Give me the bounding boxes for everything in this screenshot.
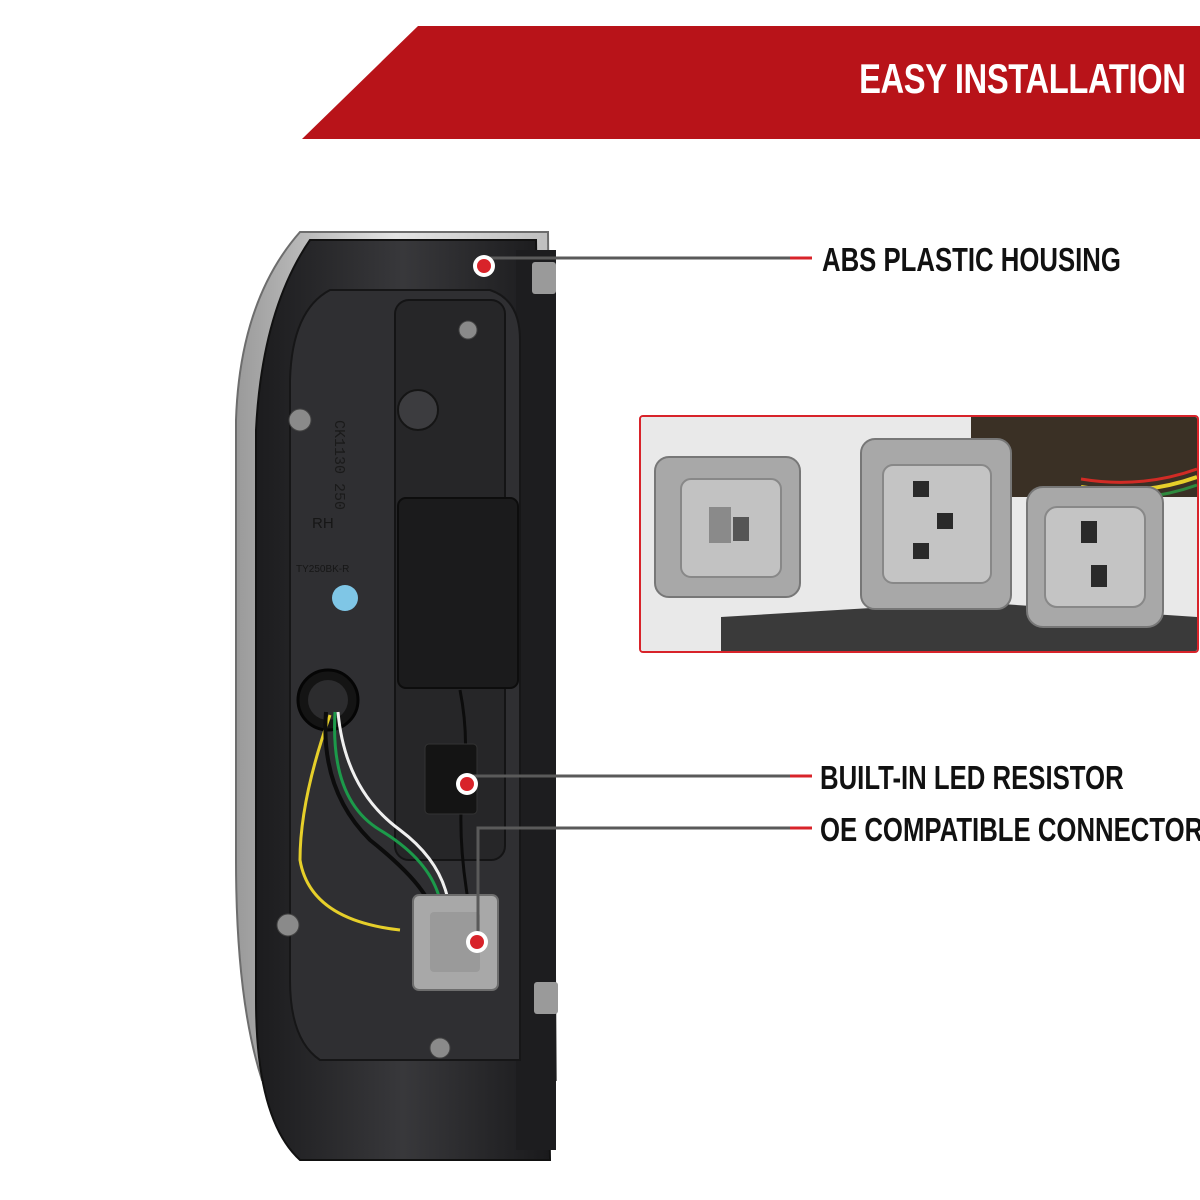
screw-1 [288, 408, 312, 432]
part-code-text: CK1130 250 [330, 420, 347, 510]
callout-dot-icon [466, 931, 488, 953]
top-clip [532, 262, 556, 294]
banner [302, 26, 1200, 139]
screw-2 [458, 320, 478, 340]
resistor-box [397, 497, 519, 689]
vent-cap [397, 389, 439, 431]
callout-label-connectors: OE COMPATIBLE CONNECTORS [820, 811, 1200, 848]
callout-dot-icon [456, 773, 478, 795]
wire-black [323, 711, 432, 906]
callout-label-housing: ABS PLASTIC HOUSING [822, 241, 1121, 278]
screw-3 [276, 913, 300, 937]
bottom-clip [534, 982, 558, 1014]
connector-inset [639, 415, 1199, 653]
connector-plug-inner [430, 912, 480, 972]
side-mark-text: RH [312, 515, 334, 532]
callout-line-connectors [476, 826, 812, 944]
connector-2pin-small-icon [1026, 486, 1164, 628]
connector-3pin-icon [860, 438, 1012, 610]
bulb-socket-inner [308, 680, 348, 720]
connector-inset-art [641, 417, 1197, 651]
callout-dot-icon [473, 255, 495, 277]
screw-4 [429, 1037, 451, 1059]
banner-title: EASY INSTALLATION [859, 55, 1187, 102]
banner-shape [302, 26, 1200, 139]
housing-flange [516, 250, 556, 1150]
wire-white [336, 711, 450, 901]
model-mark-text: TY250BK-R [296, 564, 349, 575]
resistor-clip [424, 743, 478, 815]
wire-green [333, 711, 442, 901]
sticker-icon [332, 585, 358, 611]
connector-2pin-icon [654, 456, 801, 598]
wire-yellow [298, 714, 401, 932]
callout-label-resistor: BUILT-IN LED RESISTOR [820, 759, 1124, 796]
